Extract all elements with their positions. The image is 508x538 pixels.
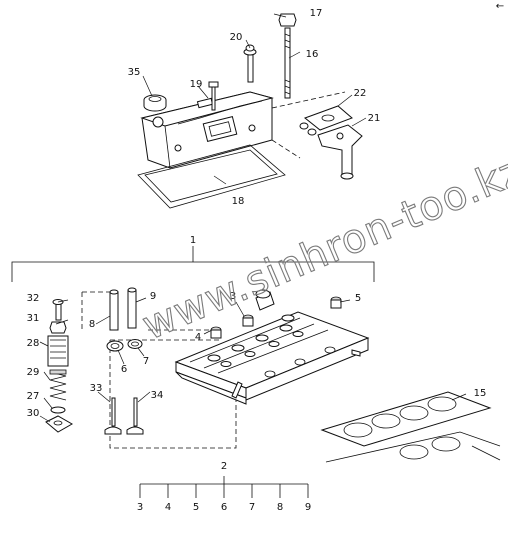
- valve-guide-group-outline: [81, 291, 237, 449]
- callout-34: 34: [151, 390, 164, 401]
- callout-17: 17: [310, 8, 323, 19]
- valve-guide-b: [127, 287, 137, 329]
- cylinder-head: [174, 311, 370, 405]
- callout-30: 30: [27, 408, 40, 419]
- callout-28: 28: [27, 338, 40, 349]
- callout-8: 8: [89, 319, 95, 330]
- group-member-3: 3: [137, 502, 143, 513]
- group-member-5: 5: [193, 502, 199, 513]
- valve-cover: [140, 91, 274, 169]
- callout-5: 5: [355, 293, 361, 304]
- spring-seat: [45, 415, 74, 433]
- adjusting-screw: [52, 299, 64, 321]
- callout-20: 20: [230, 32, 243, 43]
- valve-seal-ring-b: [127, 339, 143, 349]
- head-plug-b: [242, 314, 254, 327]
- head-plug-a: [210, 326, 222, 339]
- group-label-1: 1: [190, 235, 196, 246]
- callout-6: 6: [121, 364, 127, 375]
- callout-32: 32: [27, 293, 40, 304]
- group-member-7: 7: [249, 502, 255, 513]
- intake-valve: [104, 397, 122, 435]
- valve-seal-ring-a: [106, 340, 124, 352]
- callout-7: 7: [143, 356, 149, 367]
- corner-mark: ←: [496, 1, 504, 12]
- leader-lines: [39, 13, 467, 423]
- group-member-9: 9: [305, 502, 311, 513]
- watermark-text: www.sinhron-too.kz: [136, 147, 508, 349]
- cover-dashed-guide: [271, 91, 346, 159]
- callout-35: 35: [128, 67, 141, 78]
- head-gasket: [320, 391, 492, 447]
- group-member-4: 4: [165, 502, 171, 513]
- breather-bolt: [299, 122, 317, 136]
- callout-15: 15: [474, 388, 487, 399]
- callout-9: 9: [150, 291, 156, 302]
- group-bracket-2: [139, 476, 309, 498]
- callout-22: 22: [354, 88, 367, 99]
- lock-nut: [49, 321, 67, 334]
- group-bracket-1: [11, 246, 375, 282]
- callout-33: 33: [90, 383, 103, 394]
- rocker-arm: [47, 335, 69, 367]
- callout-29: 29: [27, 367, 40, 378]
- exhaust-valve: [126, 397, 144, 435]
- head-gasket-second: [325, 431, 501, 463]
- washer-bolt: [243, 44, 257, 83]
- callout-31: 31: [27, 313, 40, 324]
- valve-spring: [49, 369, 67, 401]
- group-member-8: 8: [277, 502, 283, 513]
- callout-labels: 17 20 16 35 19 22 21 18 1 15 32 31 28 29…: [27, 8, 487, 513]
- oil-filler-cap: [143, 94, 167, 112]
- cover-bolt: [208, 81, 219, 111]
- callout-16: 16: [306, 49, 319, 60]
- cap-nut: [278, 13, 297, 27]
- breather-pipe: [317, 124, 363, 180]
- group-label-2: 2: [221, 461, 227, 472]
- callout-4: 4: [195, 332, 201, 343]
- callout-27: 27: [27, 391, 40, 402]
- cover-gasket: [137, 144, 286, 209]
- valve-guide-a: [109, 289, 119, 331]
- stud-bolt: [284, 27, 291, 99]
- callout-19: 19: [190, 79, 203, 90]
- group-member-6: 6: [221, 502, 227, 513]
- callout-3: 3: [230, 291, 236, 302]
- callout-21: 21: [368, 113, 381, 124]
- head-plug-c: [330, 296, 342, 309]
- callout-18: 18: [232, 196, 245, 207]
- nozzle-holder: [255, 289, 295, 322]
- spring-retainer: [50, 406, 66, 414]
- breather-gasket: [303, 105, 353, 131]
